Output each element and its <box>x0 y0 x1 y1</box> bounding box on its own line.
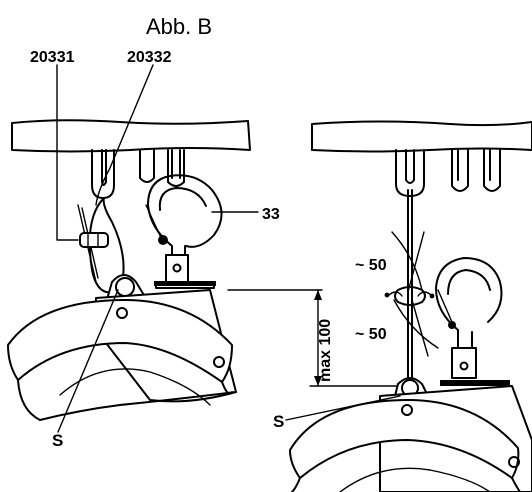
right-top-plate-dark <box>440 380 510 386</box>
left-hook-latch <box>145 204 163 241</box>
right-clamp <box>394 286 426 306</box>
leader-s-right <box>285 395 401 421</box>
right-drum-bottom <box>291 477 521 492</box>
label-20332: 20332 <box>127 49 172 66</box>
label-dim-top: ~ 50 <box>355 257 387 274</box>
label-s-right: S <box>273 412 284 431</box>
left-top-plate-dark <box>154 281 216 286</box>
right-latch-knob <box>448 321 456 329</box>
left-clamp <box>79 232 109 248</box>
label-max-height: max 100 <box>317 319 334 382</box>
label-s-left: S <box>52 431 63 450</box>
figure-title: Abb. B <box>146 14 212 39</box>
right-assembly <box>227 120 532 492</box>
left-screw-side <box>213 356 225 368</box>
right-hook-inner <box>447 269 491 295</box>
dim-arc-top <box>391 231 423 291</box>
left-assembly <box>7 64 259 433</box>
left-fingers <box>91 149 185 199</box>
label-dim-bottom: ~ 50 <box>355 326 387 343</box>
left-hook-block <box>165 254 189 284</box>
dim-arc-bottom-b <box>411 299 429 357</box>
right-hook-pin <box>459 361 469 371</box>
dim-max-arrow-bottom <box>314 376 322 386</box>
right-hook-latch <box>437 289 453 323</box>
dim-max-arrow-top <box>314 290 322 300</box>
left-latch-knob <box>158 235 168 245</box>
left-screw-top <box>116 307 128 319</box>
right-clamp-dot-b <box>429 293 435 299</box>
right-clamp-dot-a <box>384 292 390 298</box>
dim-arc-top-b <box>407 231 425 293</box>
left-beam <box>11 119 251 153</box>
right-hook <box>435 257 503 353</box>
leader-20331 <box>56 64 79 241</box>
right-drum-curve <box>339 467 491 492</box>
right-fingers <box>395 149 501 197</box>
left-drum-curve <box>59 368 211 406</box>
leader-20332 <box>95 64 154 206</box>
right-screw-top <box>401 404 413 416</box>
left-hook-inner <box>158 187 207 211</box>
right-beam <box>311 120 532 153</box>
leader-s-left <box>57 289 119 433</box>
left-clamp-detail <box>87 232 99 248</box>
label-20331: 20331 <box>30 49 75 66</box>
dim-arc-bottom <box>393 299 439 349</box>
right-screw-side <box>508 456 520 468</box>
left-hook-pin <box>172 263 182 273</box>
label-hook-33: 33 <box>262 206 280 223</box>
